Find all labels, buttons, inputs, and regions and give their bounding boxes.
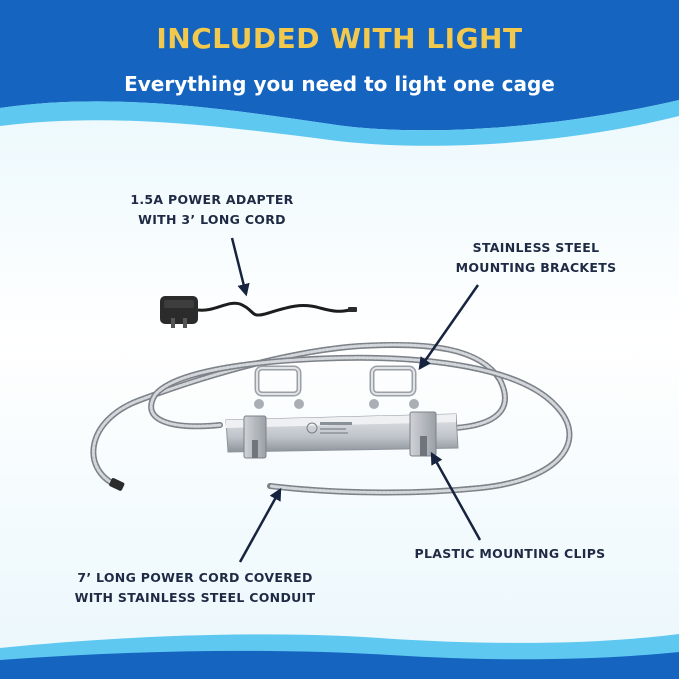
- arrow-brackets: [418, 284, 480, 371]
- label-brackets-line1: STAINLESS STEEL: [472, 240, 600, 255]
- mounting-bracket-right: [369, 365, 419, 409]
- page-subtitle: Everything you need to light one cage: [124, 72, 555, 96]
- plastic-clip-right: [409, 411, 437, 457]
- power-adapter: [160, 296, 357, 328]
- arrow-clips: [430, 451, 482, 541]
- arrow-power-cord: [238, 487, 282, 563]
- label-brackets-line2: MOUNTING BRACKETS: [455, 260, 617, 275]
- plastic-clip-left: [243, 415, 267, 459]
- stainless-conduit: [90, 341, 573, 496]
- header-wave: [0, 100, 679, 146]
- light-bar: [225, 413, 459, 453]
- adapter-cord: [197, 301, 351, 317]
- label-power-adapter-line1: 1.5A POWER ADAPTER: [130, 192, 294, 207]
- page-title: INCLUDED WITH LIGHT: [156, 22, 523, 55]
- label-power-adapter-line2: WITH 3’ LONG CORD: [138, 212, 286, 227]
- label-clips: PLASTIC MOUNTING CLIPS: [400, 544, 620, 564]
- label-clips-line1: PLASTIC MOUNTING CLIPS: [414, 546, 606, 561]
- footer-wave: [0, 650, 679, 679]
- label-power-cord-line2: WITH STAINLESS STEEL CONDUIT: [74, 590, 316, 605]
- label-brackets: STAINLESS STEEL MOUNTING BRACKETS: [446, 238, 626, 278]
- header-band: [0, 0, 679, 131]
- label-power-cord-line1: 7’ LONG POWER CORD COVERED: [77, 570, 313, 585]
- arrow-power-adapter: [230, 237, 250, 297]
- label-power-cord: 7’ LONG POWER CORD COVERED WITH STAINLES…: [60, 568, 330, 608]
- mounting-bracket-left: [254, 365, 304, 409]
- label-power-adapter: 1.5A POWER ADAPTER WITH 3’ LONG CORD: [122, 190, 302, 230]
